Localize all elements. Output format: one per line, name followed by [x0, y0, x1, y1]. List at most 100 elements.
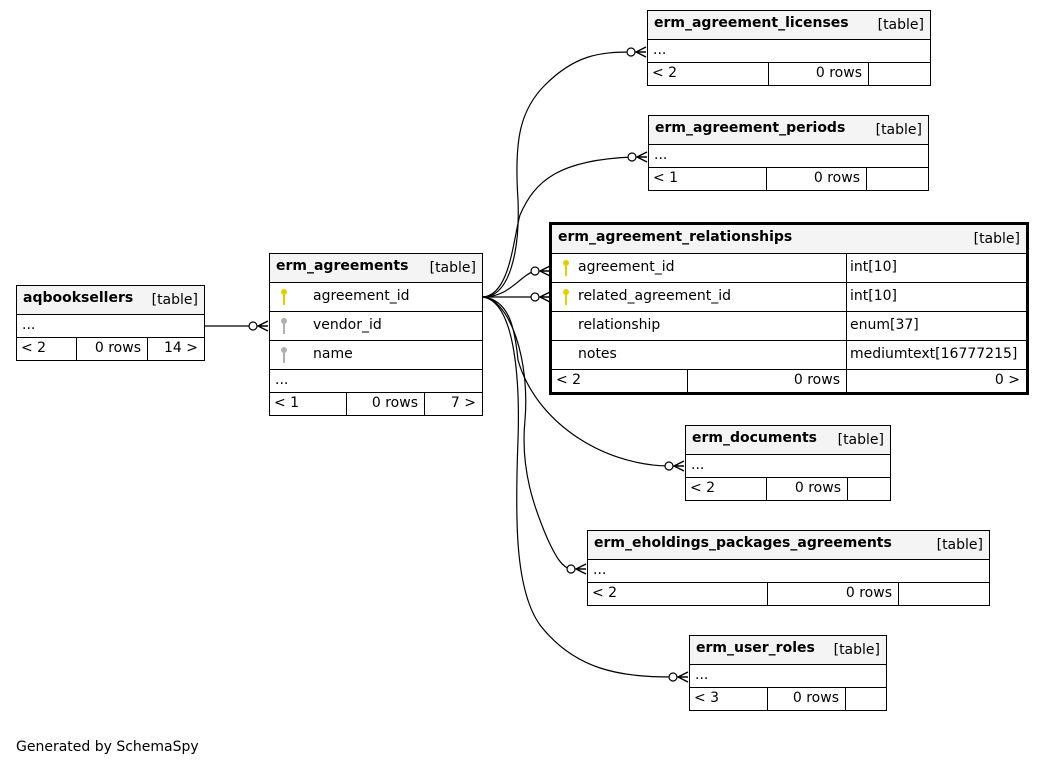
table-header: erm_documents [table] — [686, 426, 890, 455]
generated-by-footer: Generated by SchemaSpy — [16, 739, 199, 755]
table-header: erm_agreement_periods [table] — [649, 116, 928, 145]
children-count[interactable]: 7 > — [450, 395, 476, 411]
primary-key-icon — [281, 289, 287, 305]
column-row[interactable]: name — [270, 341, 482, 370]
column-name: agreement_id — [578, 259, 675, 275]
column-divider — [846, 254, 847, 282]
table-header: erm_eholdings_packages_agreements [table… — [588, 531, 989, 560]
edge-erm-eholdings-packages-agreements — [482, 296, 572, 570]
children-count[interactable]: 14 > — [164, 340, 198, 356]
table-header: aqbooksellers [table] — [17, 286, 204, 315]
row-count: 0 rows — [813, 170, 860, 186]
table-name: erm_documents — [692, 430, 817, 446]
table-name: erm_agreements — [276, 258, 409, 274]
primary-key-icon — [563, 289, 569, 305]
column-name: relationship — [578, 317, 661, 333]
edge-marker — [664, 461, 674, 471]
edge-erm-user-roles — [482, 296, 674, 678]
table-name: erm_user_roles — [696, 640, 815, 656]
column-type: int[10] — [850, 288, 897, 304]
edge-erm-agreement-licenses — [482, 51, 632, 298]
table-name: erm_agreement_licenses — [654, 15, 849, 31]
column-name: notes — [578, 346, 617, 362]
parents-count[interactable]: < 2 — [556, 372, 582, 388]
crows-foot — [538, 291, 551, 303]
column-row[interactable]: agreement_id — [270, 283, 482, 312]
crows-foot — [634, 46, 647, 58]
edge-marker — [248, 321, 258, 331]
table-type: [table] — [833, 642, 880, 658]
table-type: [table] — [877, 17, 924, 33]
table-type: [table] — [151, 292, 198, 308]
table-footer: < 2 0 rows 0 > — [552, 370, 1026, 392]
column-name: related_agreement_id — [578, 288, 732, 304]
parents-count[interactable]: < 2 — [592, 585, 618, 601]
children-count[interactable]: 0 > — [994, 372, 1020, 388]
edge-marker — [626, 47, 636, 57]
row-count: 0 rows — [815, 65, 862, 81]
column-row[interactable]: related_agreement_id int[10] — [552, 283, 1026, 312]
table-type: [table] — [429, 260, 476, 276]
edge-marker — [566, 564, 576, 574]
ellipsis-row: ... — [686, 455, 890, 478]
edge-marker — [530, 292, 540, 302]
table-header: erm_agreement_relationships [table] — [552, 225, 1026, 254]
parents-count[interactable]: < 1 — [274, 395, 300, 411]
column-row[interactable]: relationship enum[37] — [552, 312, 1026, 341]
crows-foot — [256, 320, 269, 332]
edge-marker — [530, 266, 540, 276]
column-name: name — [313, 346, 353, 362]
row-count: 0 rows — [94, 340, 141, 356]
column-row[interactable]: vendor_id — [270, 312, 482, 341]
column-row[interactable]: agreement_id int[10] — [552, 254, 1026, 283]
column-type: mediumtext[16777215] — [850, 346, 1018, 362]
table-type: [table] — [936, 537, 983, 553]
parents-count[interactable]: < 2 — [21, 340, 47, 356]
table-erm-agreements[interactable]: erm_agreements [table] agreement_id vend… — [269, 253, 483, 416]
parents-count[interactable]: < 2 — [690, 480, 716, 496]
table-footer: < 3 0 rows — [690, 688, 886, 710]
ellipsis-row: ... — [649, 145, 928, 168]
ellipsis-row: ... — [648, 40, 930, 63]
column-divider — [846, 312, 847, 340]
table-aqbooksellers[interactable]: aqbooksellers [table] ... < 2 0 rows 14 … — [16, 285, 205, 361]
column-type: enum[37] — [850, 317, 919, 333]
table-name: erm_agreement_periods — [655, 120, 846, 136]
table-erm-eholdings-packages-agreements[interactable]: erm_eholdings_packages_agreements [table… — [587, 530, 990, 606]
ellipsis-row: ... — [588, 560, 989, 583]
row-count: 0 rows — [792, 690, 839, 706]
table-header: erm_agreements [table] — [270, 254, 482, 283]
table-erm-documents[interactable]: erm_documents [table] ... < 2 0 rows — [685, 425, 891, 501]
row-count: 0 rows — [371, 395, 418, 411]
parents-count[interactable]: < 3 — [694, 690, 720, 706]
table-footer: < 1 0 rows — [649, 168, 928, 190]
table-footer: < 2 0 rows — [648, 63, 930, 85]
table-erm-agreement-licenses[interactable]: erm_agreement_licenses [table] ... < 2 0… — [647, 10, 931, 86]
foreign-key-icon — [281, 318, 287, 334]
parents-count[interactable]: < 1 — [653, 170, 679, 186]
crows-foot — [672, 460, 685, 472]
crows-foot — [538, 265, 551, 277]
table-header: erm_user_roles [table] — [690, 636, 886, 665]
table-name: aqbooksellers — [23, 290, 134, 306]
ellipsis-row: ... — [17, 315, 204, 338]
edge-marker — [627, 152, 637, 162]
column-divider — [846, 283, 847, 311]
edge-marker — [668, 672, 678, 682]
table-erm-user-roles[interactable]: erm_user_roles [table] ... < 3 0 rows — [689, 635, 887, 711]
column-type: int[10] — [850, 259, 897, 275]
table-footer: < 1 0 rows 7 > — [270, 393, 482, 415]
foreign-key-icon — [281, 347, 287, 363]
column-name: vendor_id — [313, 317, 382, 333]
row-count: 0 rows — [794, 480, 841, 496]
table-type: [table] — [875, 122, 922, 138]
table-erm-agreement-relationships[interactable]: erm_agreement_relationships [table] agre… — [549, 222, 1029, 395]
table-footer: < 2 0 rows — [588, 583, 989, 605]
crows-foot — [676, 671, 689, 683]
table-erm-agreement-periods[interactable]: erm_agreement_periods [table] ... < 1 0 … — [648, 115, 929, 191]
column-divider — [846, 341, 847, 369]
column-row[interactable]: notes mediumtext[16777215] — [552, 341, 1026, 370]
parents-count[interactable]: < 2 — [652, 65, 678, 81]
ellipsis-row: ... — [690, 665, 886, 688]
